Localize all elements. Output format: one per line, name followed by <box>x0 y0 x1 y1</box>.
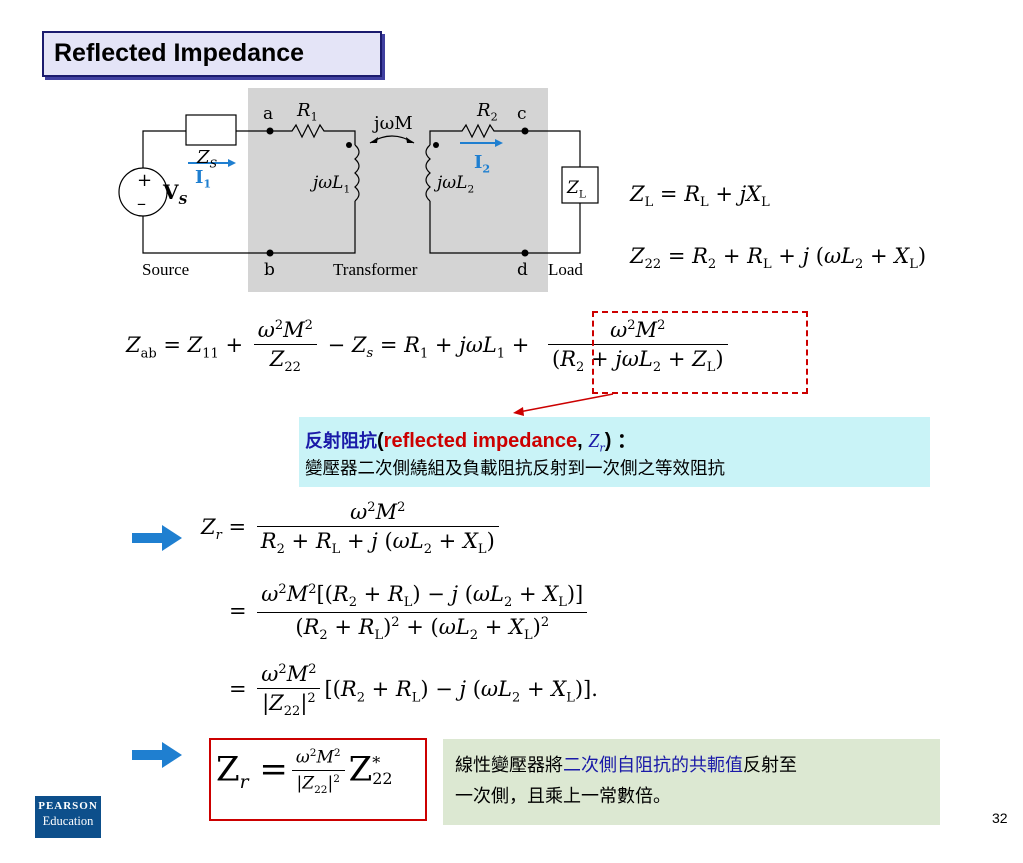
note-description: 變壓器二次側繞組及負載阻抗反射到一次側之等效阻抗 <box>305 459 725 479</box>
right-arrow-icon <box>132 742 182 768</box>
zl-box <box>561 166 599 204</box>
mutual-label: jωM <box>374 113 413 134</box>
source-plus: + <box>137 170 153 191</box>
node-a-label: a <box>263 104 274 124</box>
vs-label: VS <box>163 180 188 207</box>
node-d-label: d <box>517 260 528 280</box>
i2-arrow <box>495 139 503 147</box>
inductor-l2 <box>425 144 431 202</box>
eq-zr-3: = ω2M2|Z22|2[(R2 + RL) − j (ωL2 + XL)]. <box>229 662 598 720</box>
slide-title: Reflected Impedance <box>54 39 305 67</box>
dot-marker-primary <box>346 142 352 148</box>
voltage-source-icon <box>118 167 168 217</box>
summary-text: 線性變壓器將二次側自阻抗的共軛值反射至 一次側，且乘上一常數倍。 <box>455 755 797 807</box>
zl-box-label: ZL <box>567 178 586 201</box>
pointer-arrow <box>513 393 614 416</box>
source-minus: – <box>137 193 146 214</box>
dot-marker-secondary <box>433 142 439 148</box>
load-label: Load <box>548 260 583 279</box>
pearson-education-logo: PEARSON Education <box>35 796 101 838</box>
transformer-label: Transformer <box>333 260 418 279</box>
node-b-dot <box>266 249 274 257</box>
l2-label: jωL2 <box>437 173 475 196</box>
l1-label: jωL1 <box>313 173 351 196</box>
reflected-term-highlight <box>592 311 808 394</box>
reflected-impedance-note-box <box>299 417 930 487</box>
i2-label: I2 <box>474 152 491 176</box>
page-number: 32 <box>992 810 1008 826</box>
zs-label: ZS <box>197 147 218 171</box>
eq-zl: ZL = RL + jXL <box>630 182 770 211</box>
node-c-label: c <box>517 104 527 124</box>
eq-zr-2: = ω2M2[(R2 + RL) − j (ωL2 + XL)](R2 + RL… <box>229 582 591 643</box>
i1-arrow <box>228 159 236 167</box>
resistor-r1 <box>270 123 356 145</box>
zs-box <box>185 114 237 146</box>
r1-label: R1 <box>297 100 318 124</box>
transformer-region <box>248 88 548 292</box>
resistor-r2 <box>429 123 525 145</box>
r2-label: R2 <box>477 100 498 124</box>
note-definition-line: 反射阻抗(reflected impedance, Zr) ： <box>305 430 637 455</box>
i1-label: I1 <box>195 167 212 191</box>
final-result-box <box>209 738 427 821</box>
circuit-diagram <box>118 88 599 292</box>
source-label: Source <box>142 260 190 279</box>
right-arrow-icon <box>132 525 182 551</box>
inductor-l1 <box>354 144 360 202</box>
summary-box <box>443 739 940 825</box>
slide-title-box: Reflected Impedance <box>42 31 382 77</box>
node-b-label: b <box>264 260 275 280</box>
eq-z22: Z22 = R2 + RL + j (ωL2 + XL) <box>630 244 927 273</box>
